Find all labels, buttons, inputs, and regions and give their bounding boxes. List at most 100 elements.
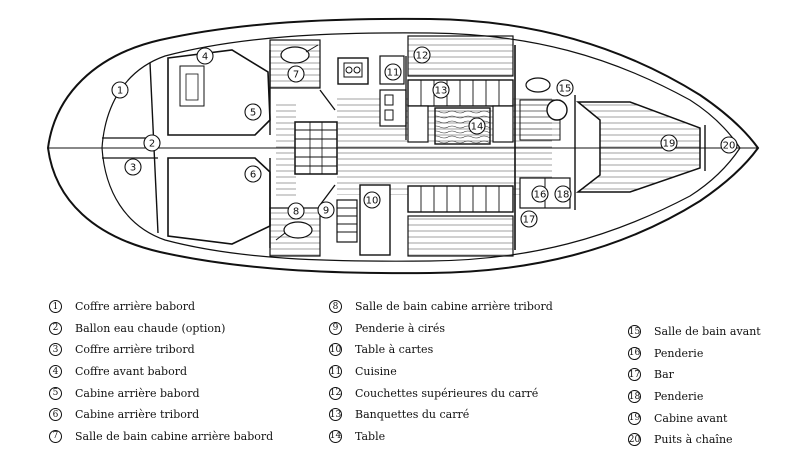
legend-item: 11 Cuisine bbox=[329, 361, 553, 383]
svg-text:15: 15 bbox=[559, 84, 572, 95]
port-settee bbox=[407, 79, 514, 107]
v-berth bbox=[575, 101, 701, 193]
callout-20: 20 bbox=[720, 136, 738, 154]
legend-number: 13 bbox=[329, 408, 342, 422]
legend-number: 17 bbox=[628, 368, 641, 382]
callout-13: 13 bbox=[432, 81, 450, 99]
callout-3: 3 bbox=[124, 158, 142, 176]
legend-item: 8 Salle de bain cabine arrière tribord bbox=[329, 296, 553, 318]
svg-text:14: 14 bbox=[471, 122, 484, 133]
legend-number: 8 bbox=[329, 300, 342, 314]
callout-17: 17 bbox=[520, 210, 538, 228]
legend-label: Salle de bain cabine arrière babord bbox=[75, 429, 274, 443]
legend-label: Penderie à cirés bbox=[355, 321, 445, 335]
legend-item: 18 Penderie bbox=[628, 386, 761, 408]
legend-label: Coffre avant babord bbox=[75, 365, 188, 379]
legend-label: Cuisine bbox=[355, 365, 397, 379]
legend-item: 16 Penderie bbox=[628, 343, 761, 365]
legend-item: 3 Coffre arrière tribord bbox=[49, 339, 273, 361]
svg-text:1: 1 bbox=[117, 86, 123, 97]
legend-label: Table bbox=[355, 429, 386, 443]
legend-number: 3 bbox=[49, 343, 62, 357]
callout-4: 4 bbox=[196, 47, 214, 65]
svg-text:6: 6 bbox=[250, 170, 256, 181]
legend-item: 14 Table bbox=[329, 426, 553, 448]
callout-10: 10 bbox=[363, 191, 381, 209]
legend-number: 6 bbox=[49, 408, 62, 422]
callout-11: 11 bbox=[384, 63, 402, 81]
legend-number: 1 bbox=[49, 300, 62, 314]
callout-12: 12 bbox=[413, 46, 431, 64]
callout-18: 18 bbox=[554, 185, 572, 203]
callout-2: 2 bbox=[143, 134, 161, 152]
callout-8: 8 bbox=[287, 202, 305, 220]
callout-5: 5 bbox=[244, 103, 262, 121]
svg-text:20: 20 bbox=[723, 141, 736, 152]
legend-item: 1 Coffre arrière babord bbox=[49, 296, 273, 318]
port-aft-berth bbox=[167, 49, 271, 136]
svg-text:18: 18 bbox=[557, 190, 570, 201]
legend-number: 14 bbox=[329, 429, 342, 443]
svg-text:19: 19 bbox=[663, 139, 676, 150]
legend-number: 7 bbox=[49, 429, 62, 443]
legend-item: 15 Salle de bain avant bbox=[628, 321, 761, 343]
legend-number: 18 bbox=[628, 390, 641, 404]
callout-16: 16 bbox=[531, 185, 549, 203]
legend-number: 16 bbox=[628, 346, 641, 360]
legend-label: Penderie bbox=[654, 390, 704, 404]
legend-number: 12 bbox=[329, 386, 342, 400]
callout-6: 6 bbox=[244, 165, 262, 183]
svg-text:4: 4 bbox=[202, 52, 208, 63]
legend-label: Cabine avant bbox=[654, 411, 728, 425]
legend-number: 10 bbox=[329, 343, 342, 357]
legend-column-2: 8 Salle de bain cabine arrière tribord 9 Pe… bbox=[329, 296, 553, 447]
legend-label: Puits à chaîne bbox=[654, 433, 733, 447]
legend-number: 4 bbox=[49, 365, 62, 379]
legend-label: Penderie bbox=[654, 346, 704, 360]
callout-7: 7 bbox=[287, 65, 305, 83]
callout-9: 9 bbox=[317, 201, 335, 219]
svg-text:13: 13 bbox=[435, 86, 448, 97]
legend-label: Table à cartes bbox=[355, 343, 434, 357]
svg-text:7: 7 bbox=[293, 70, 299, 81]
legend-item: 9 Penderie à cirés bbox=[329, 318, 553, 340]
legend-label: Salle de bain cabine arrière tribord bbox=[355, 300, 553, 314]
svg-text:5: 5 bbox=[250, 108, 256, 119]
svg-text:17: 17 bbox=[523, 215, 536, 226]
legend-label: Cabine arrière babord bbox=[75, 386, 200, 400]
legend-item: 19 Cabine avant bbox=[628, 407, 761, 429]
legend-label: Couchettes supérieures du carré bbox=[355, 386, 539, 400]
legend-number: 15 bbox=[628, 325, 641, 339]
legend-number: 11 bbox=[329, 365, 342, 379]
svg-text:9: 9 bbox=[323, 206, 329, 217]
legend-label: Coffre arrière tribord bbox=[75, 343, 195, 357]
svg-text:11: 11 bbox=[387, 68, 400, 79]
callout-19: 19 bbox=[660, 134, 678, 152]
legend-number: 9 bbox=[329, 321, 342, 335]
svg-text:12: 12 bbox=[416, 51, 429, 62]
legend-number: 2 bbox=[49, 321, 62, 335]
legend-label: Banquettes du carré bbox=[355, 408, 470, 422]
svg-text:2: 2 bbox=[149, 139, 155, 150]
legend-item: 13 Banquettes du carré bbox=[329, 404, 553, 426]
svg-text:8: 8 bbox=[293, 207, 299, 218]
legend-label: Salle de bain avant bbox=[654, 325, 761, 339]
svg-text:10: 10 bbox=[366, 196, 379, 207]
callout-15: 15 bbox=[556, 79, 574, 97]
legend-item: 7 Salle de bain cabine arrière babord bbox=[49, 426, 273, 448]
legend-number: 19 bbox=[628, 411, 641, 425]
callout-1: 1 bbox=[111, 81, 129, 99]
legend-label: Coffre arrière babord bbox=[75, 300, 196, 314]
svg-text:3: 3 bbox=[130, 163, 136, 174]
legend-item: 12 Couchettes supérieures du carré bbox=[329, 382, 553, 404]
legend-item: 20 Puits à chaîne bbox=[628, 429, 761, 451]
legend-number: 20 bbox=[628, 433, 641, 447]
callout-14: 14 bbox=[468, 117, 486, 135]
